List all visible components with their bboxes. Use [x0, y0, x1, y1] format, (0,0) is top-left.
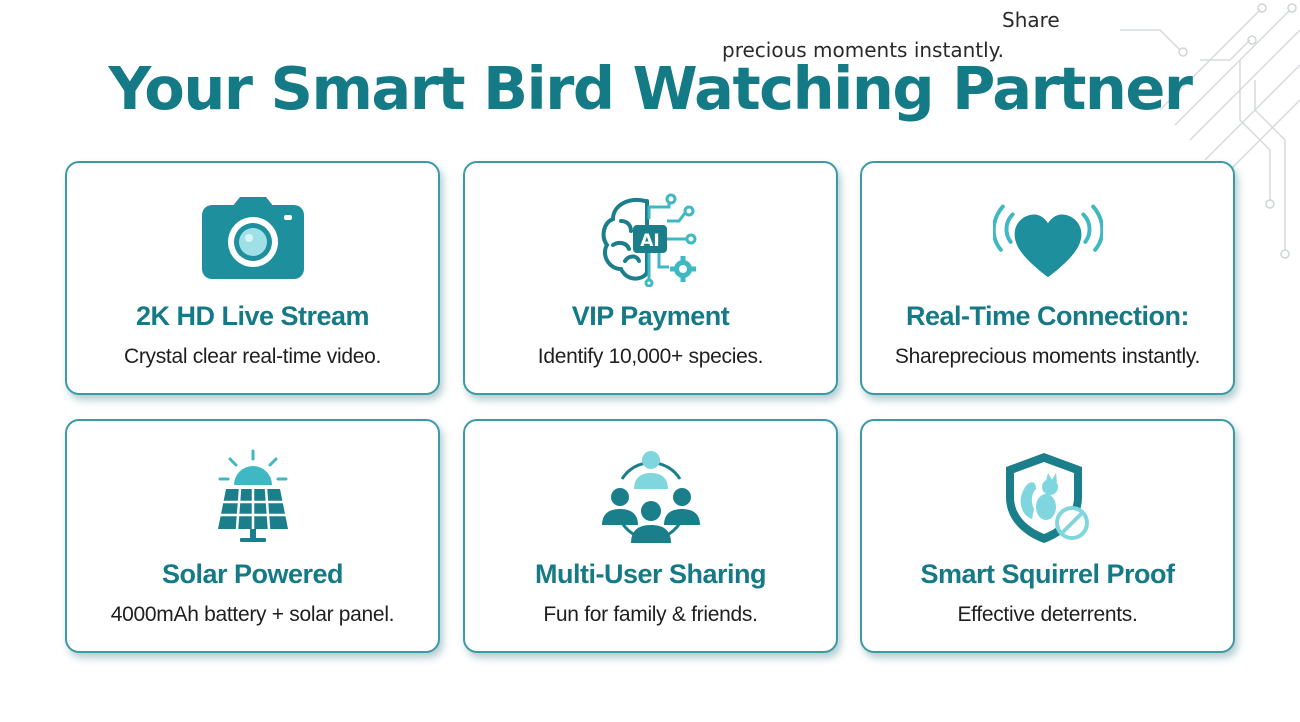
- feature-title: VIP Payment: [571, 301, 730, 331]
- feature-card-squirrel-proof: Smart Squirrel Proof Effective deterrent…: [860, 419, 1235, 653]
- feature-desc: Crystal clear real-time video.: [123, 345, 382, 368]
- users-network-icon: [596, 449, 706, 545]
- feature-title: 2K HD Live Stream: [135, 301, 370, 331]
- svg-text:AI: AI: [640, 231, 659, 251]
- feature-title: Solar Powered: [161, 559, 344, 589]
- overlay-text-share: Share: [1002, 8, 1060, 32]
- feature-card-vip-payment: AI: [463, 161, 838, 395]
- overlay-text-moments: precious moments instantly.: [722, 38, 1004, 62]
- feature-card-real-time-connection: Real-Time Connection: Shareprecious mome…: [860, 161, 1235, 395]
- ai-brain-icon: AI: [596, 191, 706, 287]
- feature-desc: Identify 10,000+ species.: [537, 345, 764, 368]
- feature-card-multi-user-sharing: Multi-User Sharing Fun for family & frie…: [463, 419, 838, 653]
- feature-desc: Shareprecious moments instantly.: [894, 345, 1201, 368]
- squirrel-shield-icon: [993, 449, 1103, 545]
- headline: Your Smart Bird Watching Partner: [108, 54, 1193, 123]
- heart-signal-icon: [992, 191, 1103, 287]
- feature-title: Real-Time Connection:: [905, 301, 1190, 331]
- feature-desc: Fun for family & friends.: [543, 603, 758, 626]
- circuit-decoration: [1120, 3, 1300, 259]
- camera-icon: [198, 191, 308, 287]
- feature-desc: Effective deterrents.: [957, 603, 1138, 626]
- feature-card-solar-powered: Solar Powered 4000mAh battery + solar pa…: [65, 419, 440, 653]
- feature-title: Smart Squirrel Proof: [920, 559, 1175, 589]
- feature-desc: 4000mAh battery + solar panel.: [110, 603, 395, 626]
- feature-title: Multi-User Sharing: [534, 559, 767, 589]
- solar-panel-icon: [198, 449, 308, 545]
- feature-card-live-stream: 2K HD Live Stream Crystal clear real-tim…: [65, 161, 440, 395]
